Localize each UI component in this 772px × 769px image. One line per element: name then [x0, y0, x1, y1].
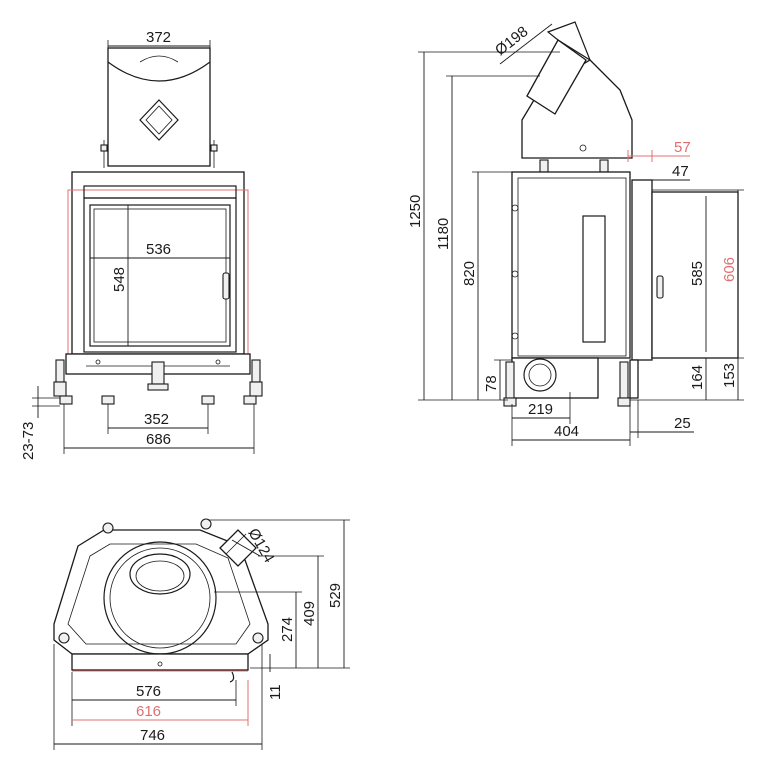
dim-side-flue-height: 1180 [435, 218, 452, 250]
dim-side-base-height-inner: 153 [721, 363, 738, 388]
dim-side-air-inlet-depth: 219 [528, 401, 553, 418]
dim-side-body-height: 820 [461, 261, 478, 286]
dim-side-front-offset: 25 [674, 415, 691, 432]
dim-top-width-576: 576 [136, 683, 161, 700]
dim-side-door-height-inner: 585 [689, 261, 706, 286]
dim-side-total-depth: 404 [554, 423, 579, 440]
side-body [503, 171, 739, 407]
dim-front-feet-spacing: 352 [144, 411, 169, 428]
dim-side-total-height: 1250 [407, 195, 424, 228]
dim-side-door-height-outer: 606 [721, 257, 738, 282]
dim-front-total-width: 686 [146, 431, 171, 448]
dim-front-glass-width: 536 [146, 241, 171, 258]
front-dimensions [32, 40, 255, 454]
dim-front-leg-adjust: 23-73 [20, 422, 37, 460]
top-view: Ø124 529 409 274 11 576 616 746 [53, 518, 350, 750]
dim-top-total-depth: 529 [327, 583, 344, 608]
dim-side-air-inlet-height: 78 [483, 375, 500, 392]
dim-top-total-width: 746 [140, 727, 165, 744]
side-view: Ø198 1250 1180 820 78 57 47 606 585 164 … [407, 21, 744, 446]
dim-top-front-11: 11 [267, 684, 284, 700]
dim-front-glass-height: 548 [111, 267, 128, 292]
dim-side-base-height: 164 [689, 365, 706, 390]
side-flue [521, 21, 633, 173]
front-view: 372 536 548 352 686 23-73 [20, 29, 263, 460]
dim-side-door-offset: 47 [672, 163, 689, 180]
front-flue-collar [100, 47, 218, 168]
dim-top-depth-274: 274 [279, 617, 296, 642]
top-dimensions [53, 519, 350, 750]
top-body [53, 518, 269, 683]
dim-side-flue-diameter: Ø198 [492, 23, 531, 59]
dim-front-flue-width: 372 [146, 29, 171, 46]
dim-top-depth-409: 409 [301, 601, 318, 626]
front-housing [53, 171, 263, 405]
side-dimensions [418, 23, 744, 446]
dim-side-frame-offset: 57 [674, 139, 691, 156]
dim-top-width-616: 616 [136, 703, 161, 720]
